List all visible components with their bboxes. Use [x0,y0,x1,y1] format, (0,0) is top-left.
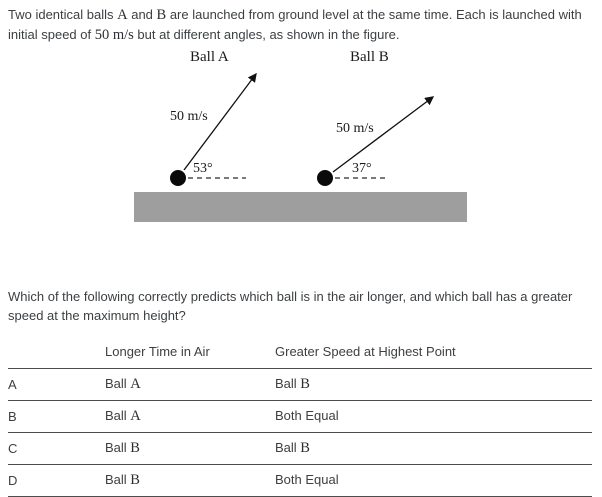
ball-b-dot [317,170,333,186]
ball-b-label: Ball B [350,49,389,65]
answer-time-math: B [130,440,140,456]
ball-b-velocity-arrow [332,96,435,173]
question-page: Two identical balls A and B are launched… [0,5,602,497]
answer-time-math: A [130,376,141,392]
answer-speed-text: Ball [275,376,301,391]
answer-speed-cell: Both Equal [275,400,592,433]
answer-time-cell: Ball B [105,432,275,465]
answer-speed-text: Ball [275,440,301,455]
answer-time-math: B [130,472,140,488]
answer-time-cell: Ball A [105,400,275,433]
intro-text-2: and [127,7,157,22]
problem-statement: Two identical balls A and B are launched… [8,5,596,45]
answer-speed-math: B [300,376,310,392]
ground-platform [134,192,467,222]
ball-a-dot [170,170,186,186]
answer-time-text: Ball [105,472,131,487]
answer-row-d: D Ball B Both Equal [8,464,592,497]
answer-options-table: Longer Time in Air Greater Speed at High… [8,340,592,497]
answer-time-cell: Ball A [105,368,275,401]
answer-time-text: Ball [105,376,131,391]
intro-text-4: but at different angles, as shown in the… [133,27,400,42]
figure-canvas: Ball A Ball B 50 m/s 50 m/s 53° 37° [134,49,467,222]
ball-a-velocity-arrow [183,72,257,171]
speed-b-label: 50 m/s [336,121,374,136]
ball-a-label: Ball A [190,49,229,65]
answer-letter: D [8,464,105,497]
speed-a-label: 50 m/s [170,109,208,124]
question-text: Which of the following correctly predict… [8,289,573,323]
answer-speed-cell: Both Equal [275,464,592,497]
answer-speed-math: B [300,440,310,456]
column-header-empty [8,340,105,369]
intro-text-3: are launched from ground level at the sa… [8,7,582,42]
answer-row-b: B Ball A Both Equal [8,400,592,433]
answer-speed-text: Both Equal [275,408,339,423]
ball-b-symbol: B [156,7,167,23]
answer-letter: A [8,368,105,401]
table-header-row: Longer Time in Air Greater Speed at High… [8,340,592,369]
angle-b-label: 37° [352,161,372,176]
answer-row-a: A Ball A Ball B [8,368,592,401]
angle-a-label: 53° [193,161,213,176]
answer-time-text: Ball [105,408,131,423]
column-header-speed: Greater Speed at Highest Point [275,340,592,369]
column-header-time: Longer Time in Air [105,340,275,369]
answer-time-text: Ball [105,440,131,455]
answer-speed-text: Both Equal [275,472,339,487]
answer-speed-cell: Ball B [275,432,592,465]
physics-figure: Ball A Ball B 50 m/s 50 m/s 53° 37° [0,40,602,240]
answer-letter: B [8,400,105,433]
answer-time-cell: Ball B [105,464,275,497]
ball-a-symbol: A [117,7,128,23]
answer-letter: C [8,432,105,465]
answer-row-c: C Ball B Ball B [8,432,592,465]
answer-speed-cell: Ball B [275,368,592,401]
intro-text-1: Two identical balls [8,7,118,22]
speed-value: 50 m/s [94,27,134,43]
answer-time-math: A [130,408,141,424]
